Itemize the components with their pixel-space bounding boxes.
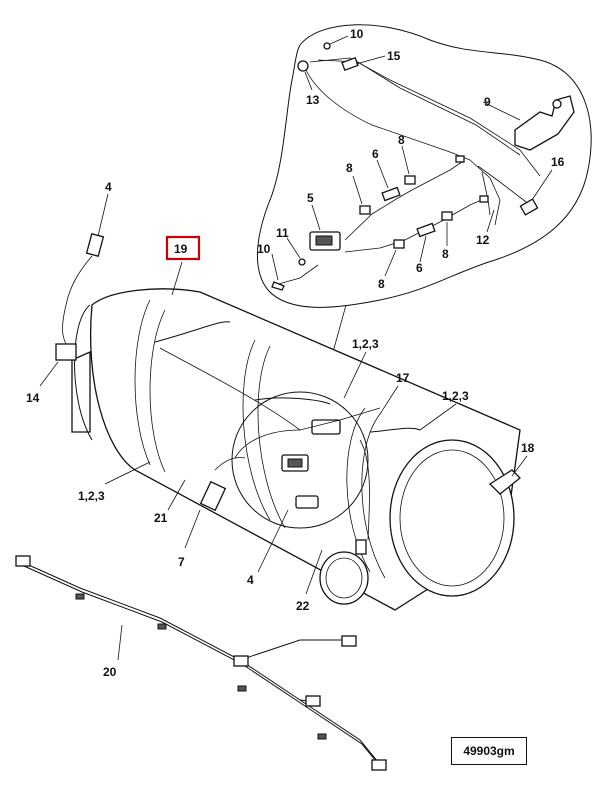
callout-8-d: 8	[442, 247, 449, 261]
callout-labels: 10 15 13 9 8 6 8 16 5 11 10 12 8 6 8 4 1…	[26, 27, 565, 679]
callout-10-top: 10	[350, 27, 364, 41]
callout-1-2-3-c: 1,2,3	[78, 489, 105, 503]
washer-11-icon	[298, 258, 306, 266]
callout-16: 16	[551, 155, 565, 169]
wiring-harness-20	[15, 555, 387, 771]
callout-18: 18	[521, 441, 535, 455]
clip-8-d-icon	[393, 239, 405, 249]
harness-connector-b-icon	[341, 635, 357, 647]
sleeve-6-b-icon	[416, 222, 436, 238]
callout-7: 7	[178, 555, 185, 569]
callout-21: 21	[154, 511, 168, 525]
reference-code-box: 49903gm	[451, 737, 527, 765]
callout-5: 5	[307, 191, 314, 205]
screw-10-icon	[323, 42, 331, 50]
callout-22: 22	[296, 599, 310, 613]
clip-16-icon	[519, 198, 539, 216]
harness-connector-d-icon	[305, 695, 321, 707]
sleeve-6-a-icon	[381, 186, 401, 202]
clip-13-icon	[297, 60, 309, 72]
callout-6-a: 6	[372, 147, 379, 161]
callout-1-2-3-b: 1,2,3	[442, 389, 469, 403]
harness-connector-a-icon	[15, 555, 31, 567]
screw-10-b-icon	[271, 281, 285, 291]
callout-14: 14	[26, 391, 40, 405]
clip-8-b-icon	[359, 205, 371, 215]
callout-8-c: 8	[378, 277, 385, 291]
exhaust-aftertreatment-assembly	[55, 232, 521, 611]
harness-connector-c-icon	[233, 655, 249, 667]
bracket-9-icon	[514, 95, 575, 151]
callout-1-2-3-a: 1,2,3	[352, 337, 379, 351]
callout-20: 20	[103, 665, 117, 679]
harness-connector-e-icon	[371, 759, 387, 771]
callout-13: 13	[306, 93, 320, 107]
callout-9: 9	[484, 95, 491, 109]
callout-10-bottom: 10	[257, 242, 271, 256]
clip-8-a-icon	[404, 175, 416, 185]
callout-17: 17	[396, 371, 410, 385]
callout-15: 15	[387, 49, 401, 63]
reference-code: 49903gm	[463, 744, 515, 758]
callout-4-top: 4	[105, 180, 112, 194]
clip-8-c-icon	[441, 211, 453, 221]
callout-6-b: 6	[416, 261, 423, 275]
callout-19: 19	[174, 242, 188, 256]
callout-4-bottom: 4	[247, 573, 254, 587]
callout-12: 12	[476, 233, 490, 247]
callout-11: 11	[276, 226, 289, 240]
callout-19-highlight-box	[165, 235, 201, 261]
detail-view	[256, 24, 592, 393]
callout-8-b: 8	[398, 133, 405, 147]
leader-lines	[39, 35, 553, 661]
callout-8-a: 8	[346, 161, 353, 175]
clip-15-icon	[341, 57, 359, 71]
